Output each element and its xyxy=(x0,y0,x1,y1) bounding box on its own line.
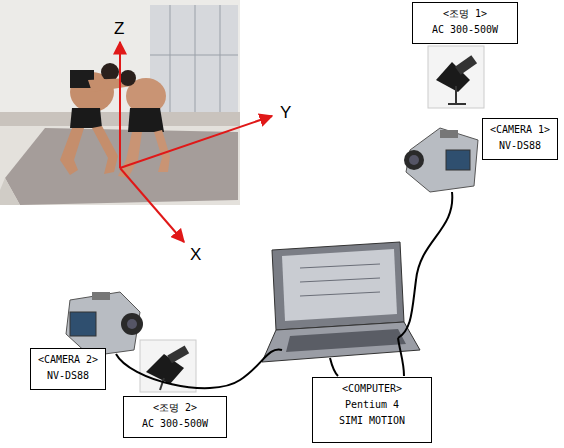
box-text: NV-DS88 xyxy=(487,138,553,154)
camera-icon xyxy=(66,292,143,356)
box-text: Pentium 4 xyxy=(317,397,427,413)
label-box: <COMPUTER>Pentium 4SIMI MOTION xyxy=(312,377,432,443)
box-text: <조명 2> xyxy=(128,400,222,416)
box-text: <CAMERA 1> xyxy=(487,122,553,138)
box-text: AC 300-500W xyxy=(128,416,222,432)
laptop-icon xyxy=(262,242,420,362)
label-box: <조명 2>AC 300-500W xyxy=(123,396,227,438)
wrestling-photo xyxy=(0,0,240,205)
label-box: <CAMERA 1>NV-DS88 xyxy=(482,118,558,160)
cable xyxy=(116,192,452,388)
box-text: NV-DS88 xyxy=(35,368,101,384)
lamp-icon xyxy=(428,46,484,108)
axis-label: X xyxy=(190,246,201,264)
label-box: <조명 1>AC 300-500W xyxy=(412,2,518,44)
axis-label: Y xyxy=(280,104,291,122)
axis-label: Z xyxy=(114,20,124,38)
label-box: <CAMERA 2>NV-DS88 xyxy=(30,348,106,390)
coordinate-axes xyxy=(120,42,272,242)
box-text: <조명 1> xyxy=(417,6,513,22)
camera-icon xyxy=(404,128,478,192)
box-text: <COMPUTER> xyxy=(317,381,427,397)
box-text: SIMI MOTION xyxy=(317,413,427,429)
box-text: AC 300-500W xyxy=(417,22,513,38)
box-text: <CAMERA 2> xyxy=(35,352,101,368)
